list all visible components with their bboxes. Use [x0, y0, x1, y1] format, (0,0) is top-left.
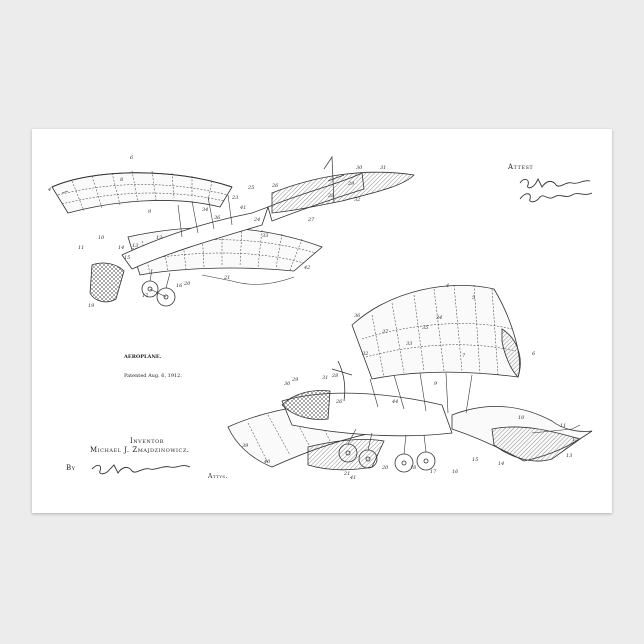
reference-numeral: 28 [327, 193, 334, 199]
reference-numeral: 11 [560, 423, 566, 429]
reference-numeral: 10 [98, 235, 105, 241]
reference-numeral: 29 [347, 181, 355, 187]
attest-label: Attest [508, 163, 533, 171]
reference-numeral: 6 [130, 155, 134, 161]
attys-label: Attys. [208, 473, 228, 480]
inventor-name: Michael J. Zmajdzinowicz. [90, 446, 190, 454]
reference-numeral: 25 [247, 185, 254, 191]
reference-numeral: 14 [498, 461, 504, 467]
reference-numeral: 41 [349, 475, 356, 481]
reference-numeral: 31 [322, 375, 328, 381]
reference-numeral: 35 [422, 325, 428, 331]
reference-numeral: 13 [132, 243, 138, 249]
reference-numeral: 21 [223, 275, 230, 281]
reference-numeral: 29 [291, 377, 299, 383]
reference-numeral: 4 [445, 283, 449, 289]
reference-numeral: 20 [183, 281, 191, 287]
reference-numeral: 44 [391, 399, 398, 405]
reference-numeral: 10 [518, 415, 525, 421]
reference-numeral: 33 [406, 341, 412, 347]
reference-numeral: 19 [88, 303, 95, 309]
reference-numeral: 20 [381, 465, 389, 471]
reference-numeral: 28 [331, 373, 338, 379]
reference-numeral: 30 [356, 165, 363, 171]
reference-numeral: 5 [472, 295, 475, 301]
reference-numeral: 34 [436, 315, 442, 321]
patent-title: AEROPLANE. [124, 354, 161, 360]
reference-numeral: 14 [118, 245, 124, 251]
reference-numeral: 26 [271, 183, 279, 189]
reference-numeral: 23 [231, 195, 238, 201]
reference-numeral: 15 [124, 255, 130, 261]
reference-numeral: 16 [452, 469, 459, 475]
reference-numeral: 4 [47, 187, 51, 193]
figure-1-aeroplane [52, 157, 414, 306]
figure-2-aeroplane [228, 285, 592, 472]
reference-numeral: 31 [380, 165, 386, 171]
reference-numeral: 39 [242, 443, 249, 449]
reference-numeral: 36 [214, 215, 221, 221]
reference-numeral: 6 [532, 351, 536, 357]
reference-numeral: 9 [434, 381, 438, 387]
reference-numeral: 27 [307, 217, 315, 223]
reference-numeral: 12 [572, 437, 578, 443]
reference-numeral: 30 [284, 381, 291, 387]
reference-numeral: 16 [176, 283, 183, 289]
reference-numeral: 12 [156, 235, 162, 241]
reference-numeral: 9 [148, 209, 152, 215]
reference-numeral: 36 [354, 313, 361, 319]
reference-numeral: 41 [239, 205, 246, 211]
patent-date: Patented Aug. 6, 1912. [124, 373, 182, 379]
reference-numeral: 17 [142, 293, 149, 299]
reference-numeral: 18 [410, 465, 416, 471]
reference-numeral: 15 [472, 457, 478, 463]
inventor-label: Inventor [130, 437, 164, 445]
patent-drawing: 4689101112131415161719202123242526272829… [32, 129, 612, 513]
attorney-signature [92, 465, 190, 474]
attest-signatures [520, 179, 592, 202]
reference-numeral: 32 [362, 351, 368, 357]
patent-poster: 4689101112131415161719202123242526272829… [32, 129, 612, 513]
reference-numeral: 11 [78, 245, 84, 251]
reference-numeral: 8 [120, 177, 123, 183]
reference-numeral: 42 [303, 265, 310, 271]
reference-numeral: 13 [566, 453, 572, 459]
reference-numeral: 40 [263, 459, 271, 465]
reference-numeral: 33 [262, 233, 268, 239]
reference-numeral: 17 [430, 469, 437, 475]
reference-numeral: 32 [354, 197, 360, 203]
by-label: By [66, 464, 75, 472]
reference-numeral: 24 [253, 217, 260, 223]
reference-numeral: 26 [335, 399, 343, 405]
reference-numeral: 34 [202, 207, 208, 213]
figure-1-landing-gear [142, 269, 175, 306]
reference-numeral: 37 [382, 329, 389, 335]
